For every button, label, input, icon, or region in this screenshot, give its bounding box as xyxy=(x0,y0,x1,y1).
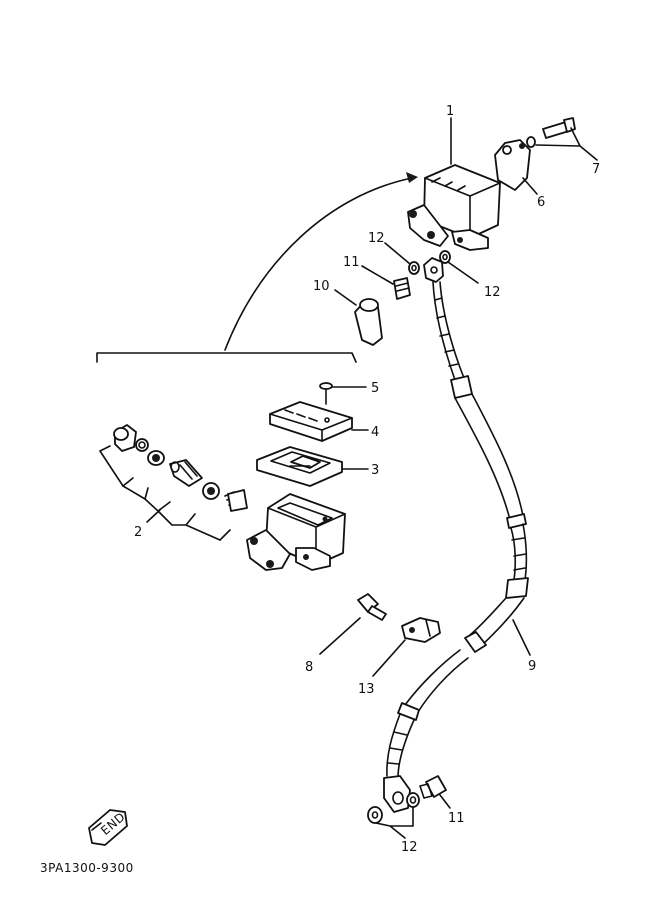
callout-11-upper: 11 xyxy=(343,255,360,270)
callout-9: 9 xyxy=(528,659,536,674)
end-badge: END xyxy=(88,809,128,846)
master-cylinder-assembled xyxy=(407,164,501,251)
reservoir-cap-4 xyxy=(269,401,353,442)
callout-3: 3 xyxy=(371,463,379,478)
guide-arrow-curve xyxy=(224,177,413,351)
master-cylinder-body xyxy=(246,493,346,571)
union-bolt-11-upper xyxy=(393,277,411,300)
callout-11-lower: 11 xyxy=(448,811,465,826)
bolt-8 xyxy=(357,593,387,621)
diaphragm-3 xyxy=(256,446,343,487)
callout-7: 7 xyxy=(592,162,600,177)
callout-6: 6 xyxy=(537,195,545,210)
holder-clamp xyxy=(494,139,531,191)
washer-12-upper-right xyxy=(439,250,451,264)
callout-10: 10 xyxy=(313,279,330,294)
callout-1: 1 xyxy=(446,104,454,119)
callout-4: 4 xyxy=(371,425,379,440)
callout-2: 2 xyxy=(134,525,142,540)
callout-8: 8 xyxy=(305,660,313,675)
diagram-code: 3PA1300-9300 xyxy=(40,861,134,875)
brake-hose xyxy=(383,257,529,813)
guide-arrow-head xyxy=(406,172,418,183)
callout-12-c: 12 xyxy=(401,840,418,855)
rubber-cap xyxy=(354,298,383,346)
union-bolt-11-lower xyxy=(419,775,447,799)
piston-kit-2 xyxy=(99,424,248,541)
callout-12-b: 12 xyxy=(484,285,501,300)
callout-5: 5 xyxy=(371,381,379,396)
washer-12-lower-b xyxy=(406,792,420,808)
washer-12-lower-a xyxy=(367,806,383,824)
bolt-7 xyxy=(526,117,576,148)
hose-guide-13 xyxy=(401,617,441,643)
screw-5 xyxy=(319,382,333,405)
callout-12-a: 12 xyxy=(368,231,385,246)
group-bracket xyxy=(96,352,357,363)
callout-13: 13 xyxy=(358,682,375,697)
washer-12-upper-left xyxy=(408,261,420,275)
